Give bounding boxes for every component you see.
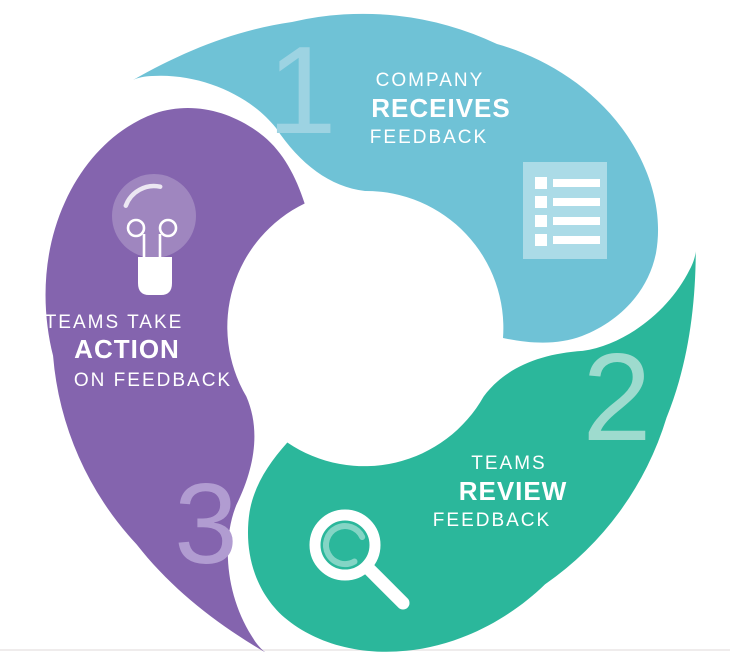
segment-3-shape [45,108,305,652]
step-3-label-emphasis: ACTION [74,334,180,364]
checklist-icon [523,162,607,259]
segment-1-shape [133,13,659,343]
step-1-label-emphasis: RECEIVES [371,93,511,123]
step-1-label-top: COMPANY [375,70,485,91]
lightbulb-icon [112,174,196,295]
segment-2-shape [247,251,696,652]
step-3-label-bottom: ON FEEDBACK [73,370,233,391]
search-icon [309,509,410,610]
step-1-label-bottom: FEEDBACK [369,127,489,148]
step-2-label-top: TEAMS [471,453,547,474]
step-1-number: 1 [268,22,337,160]
step-3-number: 3 [174,461,237,588]
step-2-label-bottom: FEEDBACK [432,510,552,531]
step-2-number: 2 [583,329,652,467]
step-3-label-top: TEAMS TAKE [44,312,184,333]
step-2-label-emphasis: REVIEW [458,476,568,506]
